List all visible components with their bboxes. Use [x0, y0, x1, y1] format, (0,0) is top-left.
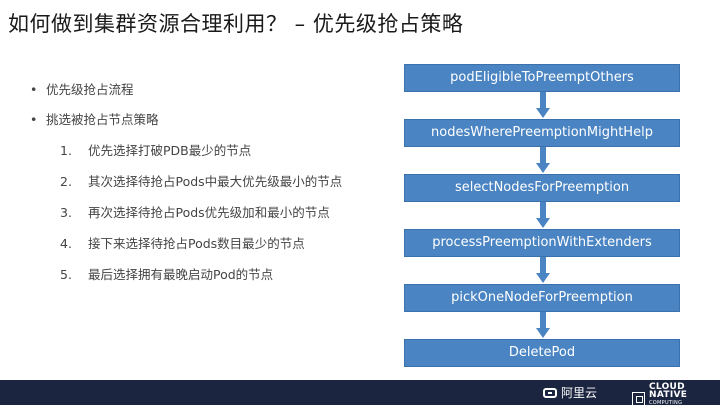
strategy-text: 再次选择待抢占Pods优先级加和最小的节点 — [88, 205, 330, 220]
strategy-text: 优先选择打破PDB最少的节点 — [88, 143, 252, 158]
flow-arrow-stem — [540, 147, 546, 165]
bullet-dot-icon: • — [30, 82, 38, 97]
bullet-list: • 优先级抢占流程 • 挑选被抢占节点策略 1. 优先选择打破PDB最少的节点 … — [30, 82, 370, 293]
flow-arrow-stem — [540, 257, 546, 275]
bullet-item-strategy: • 挑选被抢占节点策略 — [30, 112, 370, 128]
alibaba-cloud-logo: 阿里云 — [543, 384, 597, 401]
bullet-item-flow: • 优先级抢占流程 — [30, 82, 370, 98]
strategy-text: 接下来选择待抢占Pods数目最少的节点 — [88, 236, 305, 251]
strategy-number: 2. — [60, 174, 72, 189]
cncf-sublabel: COMPUTING FOUNDATION — [648, 400, 686, 414]
flow-arrow-stem — [540, 312, 546, 330]
bullet-dot-icon: • — [30, 112, 38, 127]
strategy-number: 5. — [60, 267, 72, 282]
strategy-item: 2. 其次选择待抢占Pods中最大优先级最小的节点 — [30, 169, 358, 194]
cncf-icon — [632, 392, 645, 406]
strategy-number: 1. — [60, 143, 72, 158]
flow-step-delete-pod: DeletePod — [404, 339, 680, 367]
alibaba-cloud-icon — [543, 387, 557, 398]
strategy-item: 4. 接下来选择待抢占Pods数目最少的节点 — [30, 231, 358, 256]
flow-step-pod-eligible: podEligibleToPreemptOthers — [404, 64, 680, 92]
flow-step-select-nodes: selectNodesForPreemption — [404, 174, 680, 202]
bullet-label: 优先级抢占流程 — [46, 82, 134, 97]
flow-arrow-down-icon — [536, 163, 550, 173]
strategy-number: 3. — [60, 205, 72, 220]
bullet-label: 挑选被抢占节点策略 — [46, 112, 159, 127]
strategy-item: 3. 再次选择待抢占Pods优先级加和最小的节点 — [30, 200, 358, 225]
flow-step-process-extenders: processPreemptionWithExtenders — [404, 229, 680, 257]
cncf-label: CLOUD NATIVE — [648, 382, 688, 400]
flow-arrow-down-icon — [536, 218, 550, 228]
flow-arrow-down-icon — [536, 328, 550, 338]
flow-step-pick-one-node: pickOneNodeForPreemption — [404, 284, 680, 312]
strategy-text: 其次选择待抢占Pods中最大优先级最小的节点 — [88, 174, 343, 189]
strategy-number: 4. — [60, 236, 72, 251]
flow-step-nodes-where: nodesWherePreemptionMightHelp — [404, 119, 680, 147]
cncf-logo: CLOUD NATIVE COMPUTING FOUNDATION — [632, 383, 720, 415]
flow-arrow-stem — [540, 92, 546, 110]
cncf-text: CLOUD NATIVE COMPUTING FOUNDATION — [649, 383, 720, 415]
alibaba-cloud-label: 阿里云 — [561, 386, 598, 400]
flow-arrow-down-icon — [536, 273, 550, 283]
preemption-flowchart: podEligibleToPreemptOthers nodesWherePre… — [404, 0, 680, 370]
strategy-item: 5. 最后选择拥有最晚启动Pod的节点 — [30, 262, 358, 287]
flow-arrow-down-icon — [536, 108, 550, 118]
strategy-text: 最后选择拥有最晚启动Pod的节点 — [88, 267, 274, 282]
page-title: 如何做到集群资源合理利用？ – 优先级抢占策略 — [8, 12, 464, 36]
strategy-list: 1. 优先选择打破PDB最少的节点 2. 其次选择待抢占Pods中最大优先级最小… — [30, 138, 370, 287]
strategy-item: 1. 优先选择打破PDB最少的节点 — [30, 138, 358, 163]
flow-arrow-stem — [540, 202, 546, 220]
footer-bar: 阿里云 CLOUD NATIVE COMPUTING FOUNDATION — [0, 380, 720, 414]
